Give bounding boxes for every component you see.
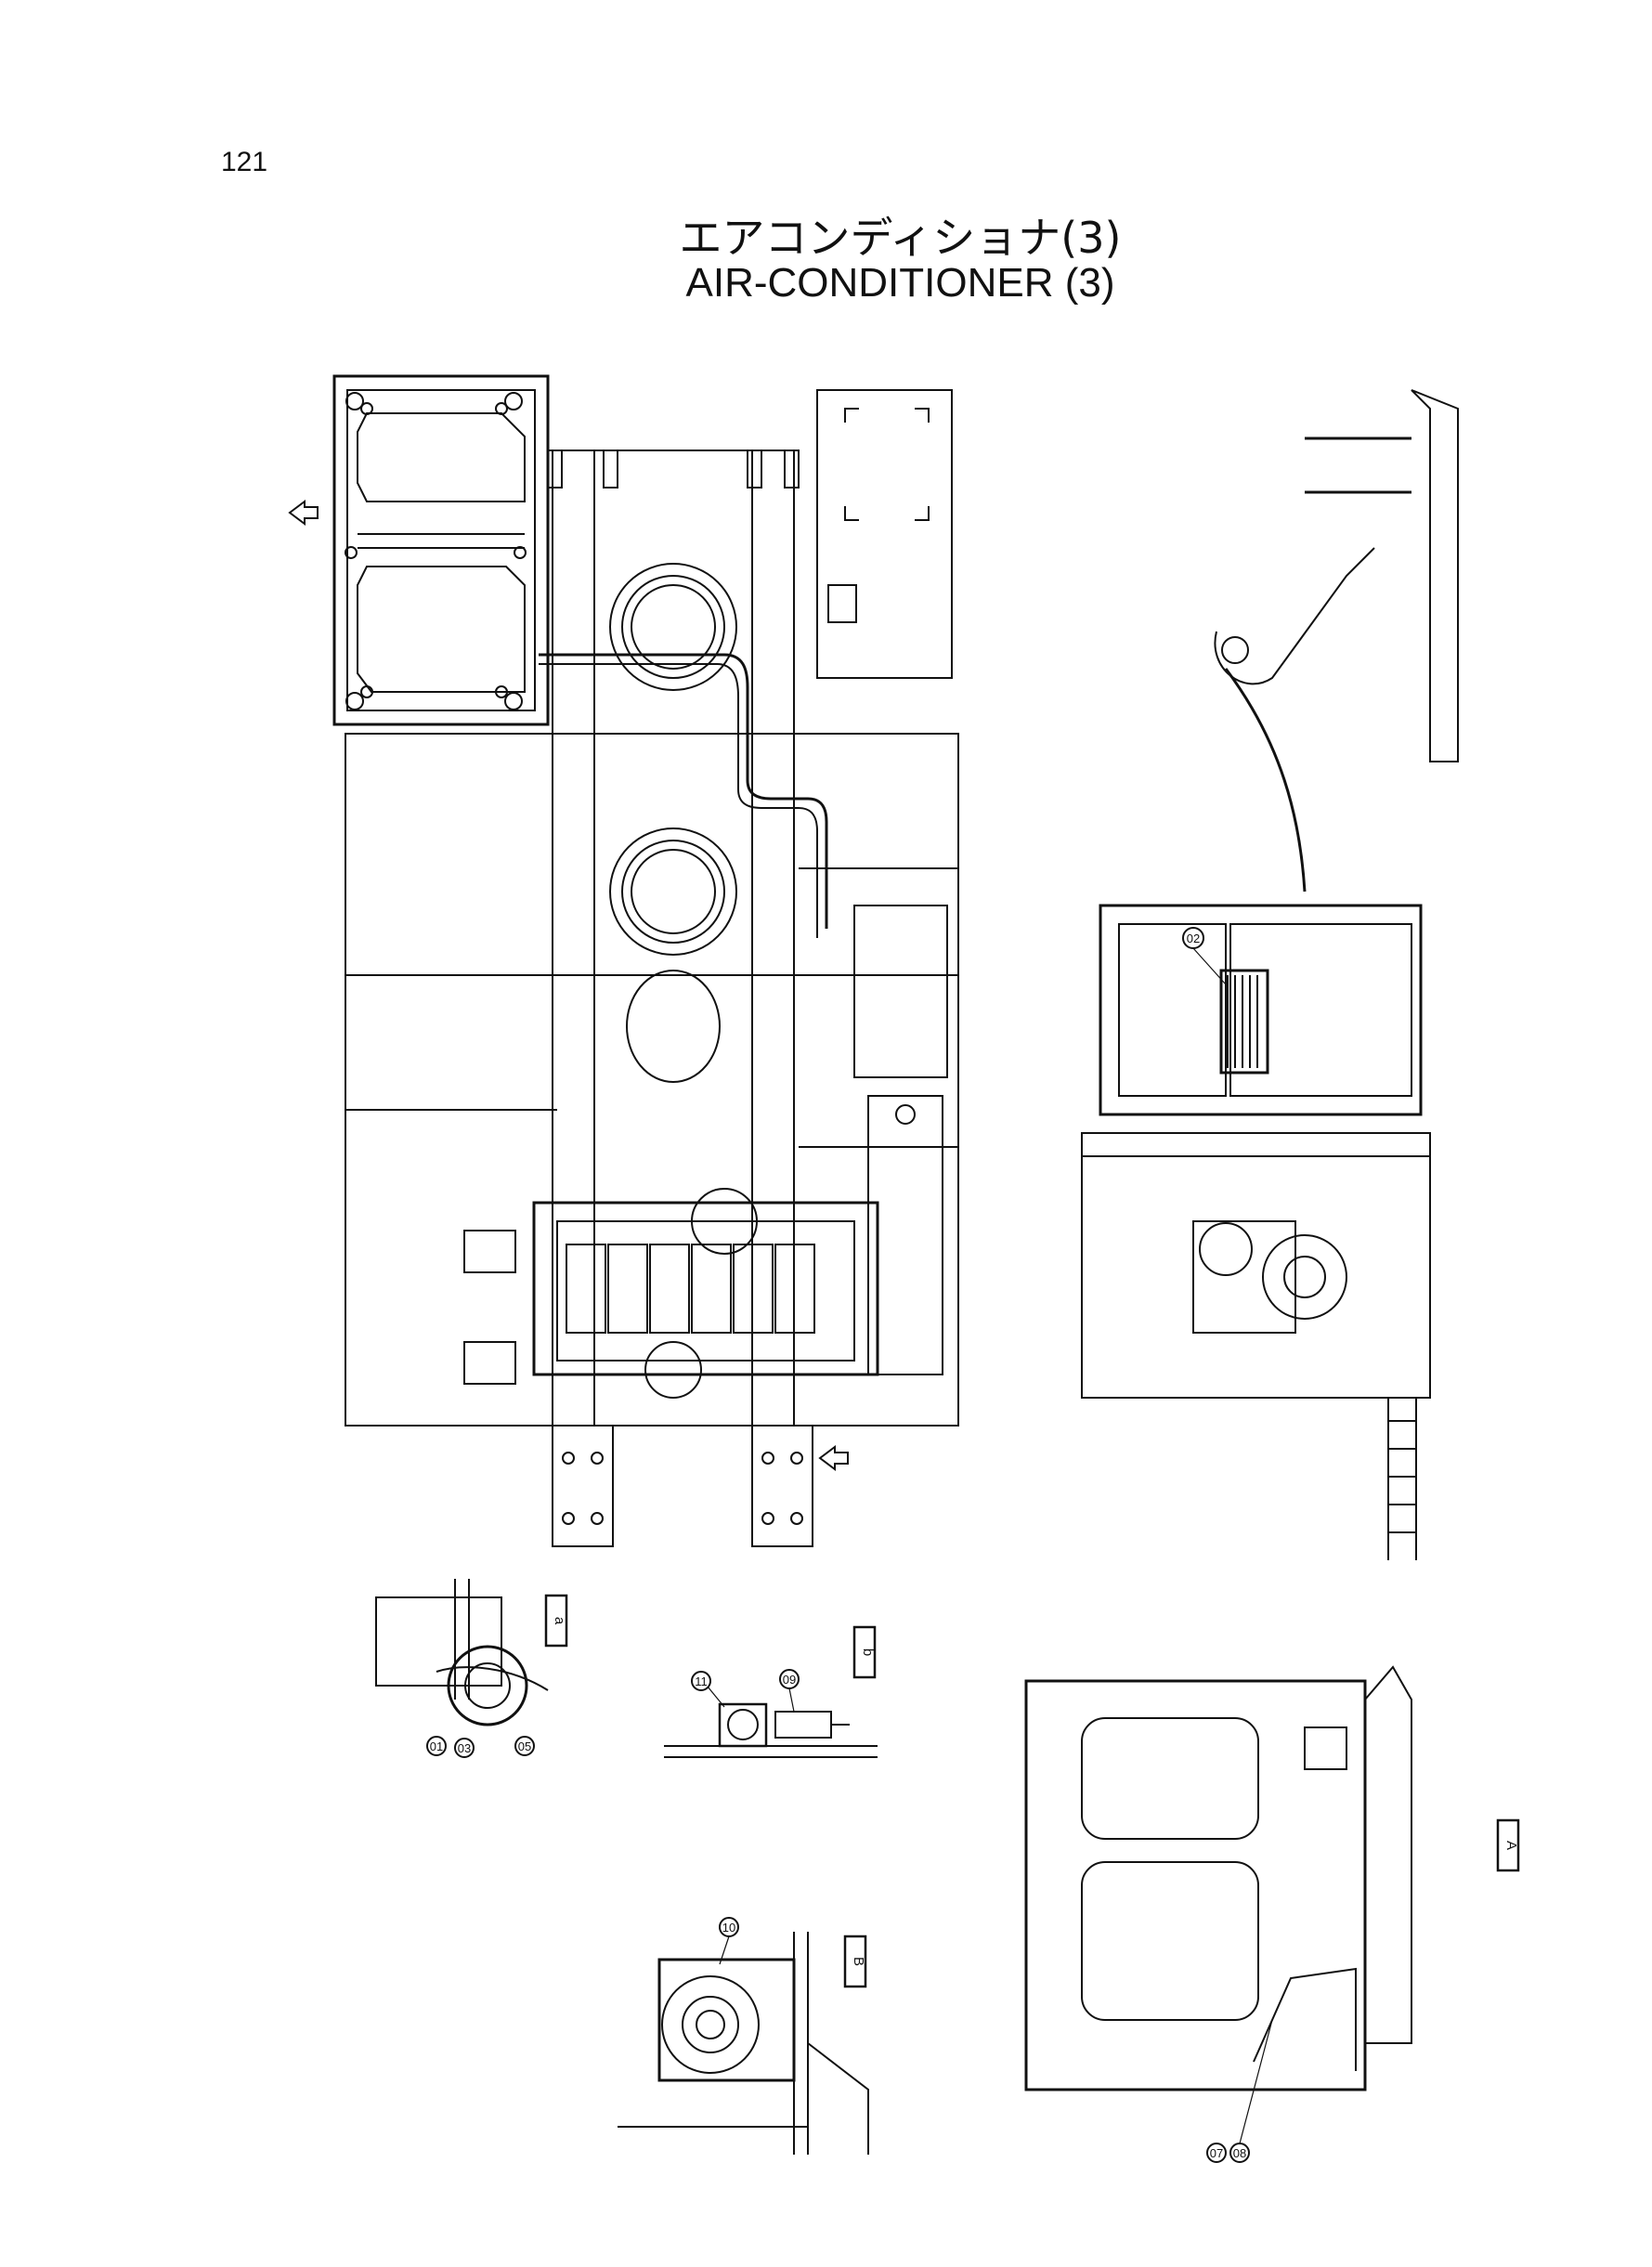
callout-08: 08 (1230, 2020, 1272, 2162)
svg-text:08: 08 (1233, 2146, 1246, 2160)
callout-10: 10 (720, 1918, 738, 1964)
page-number: 121 (221, 147, 268, 177)
engine (534, 1189, 878, 1398)
svg-text:09: 09 (783, 1673, 796, 1687)
svg-text:11: 11 (695, 1674, 708, 1688)
callout-11: 11 (692, 1672, 724, 1707)
side-elevation-view: 02 (1082, 390, 1458, 1560)
detail-a-view: a 01 03 05 (376, 1579, 567, 1757)
svg-text:03: 03 (458, 1741, 471, 1755)
svg-text:02: 02 (1187, 932, 1200, 945)
title-japanese: エアコンディショナ(3) (679, 213, 1122, 263)
detail-A-view: A 07 08 (1026, 1667, 1519, 2162)
detail-a-label: a (552, 1617, 567, 1625)
arrow-marker-a (290, 502, 318, 524)
svg-text:07: 07 (1210, 2146, 1223, 2160)
flange-lower (610, 828, 736, 955)
callout-01: 01 (427, 1737, 446, 1755)
detail-B-label: B (851, 1957, 866, 1966)
main-plan-view (290, 376, 958, 1546)
flange-upper (610, 564, 736, 690)
callout-05: 05 (515, 1737, 534, 1755)
callout-09: 09 (780, 1670, 799, 1712)
callout-03: 03 (455, 1739, 474, 1757)
detail-b-label: b (860, 1648, 876, 1656)
svg-text:10: 10 (722, 1921, 735, 1935)
title-english: AIR-CONDITIONER (3) (685, 260, 1115, 306)
detail-A-label: A (1503, 1841, 1519, 1850)
callout-07: 07 (1207, 2143, 1226, 2162)
svg-text:01: 01 (430, 1739, 443, 1753)
arrow-marker-b (820, 1447, 848, 1469)
callout-02: 02 (1183, 928, 1226, 984)
svg-text:05: 05 (518, 1739, 531, 1753)
detail-B-view: B 10 (618, 1918, 868, 2155)
ladder (1388, 1398, 1416, 1560)
detail-b-view: b 11 09 (664, 1627, 878, 1757)
bolt-circles (345, 393, 526, 710)
